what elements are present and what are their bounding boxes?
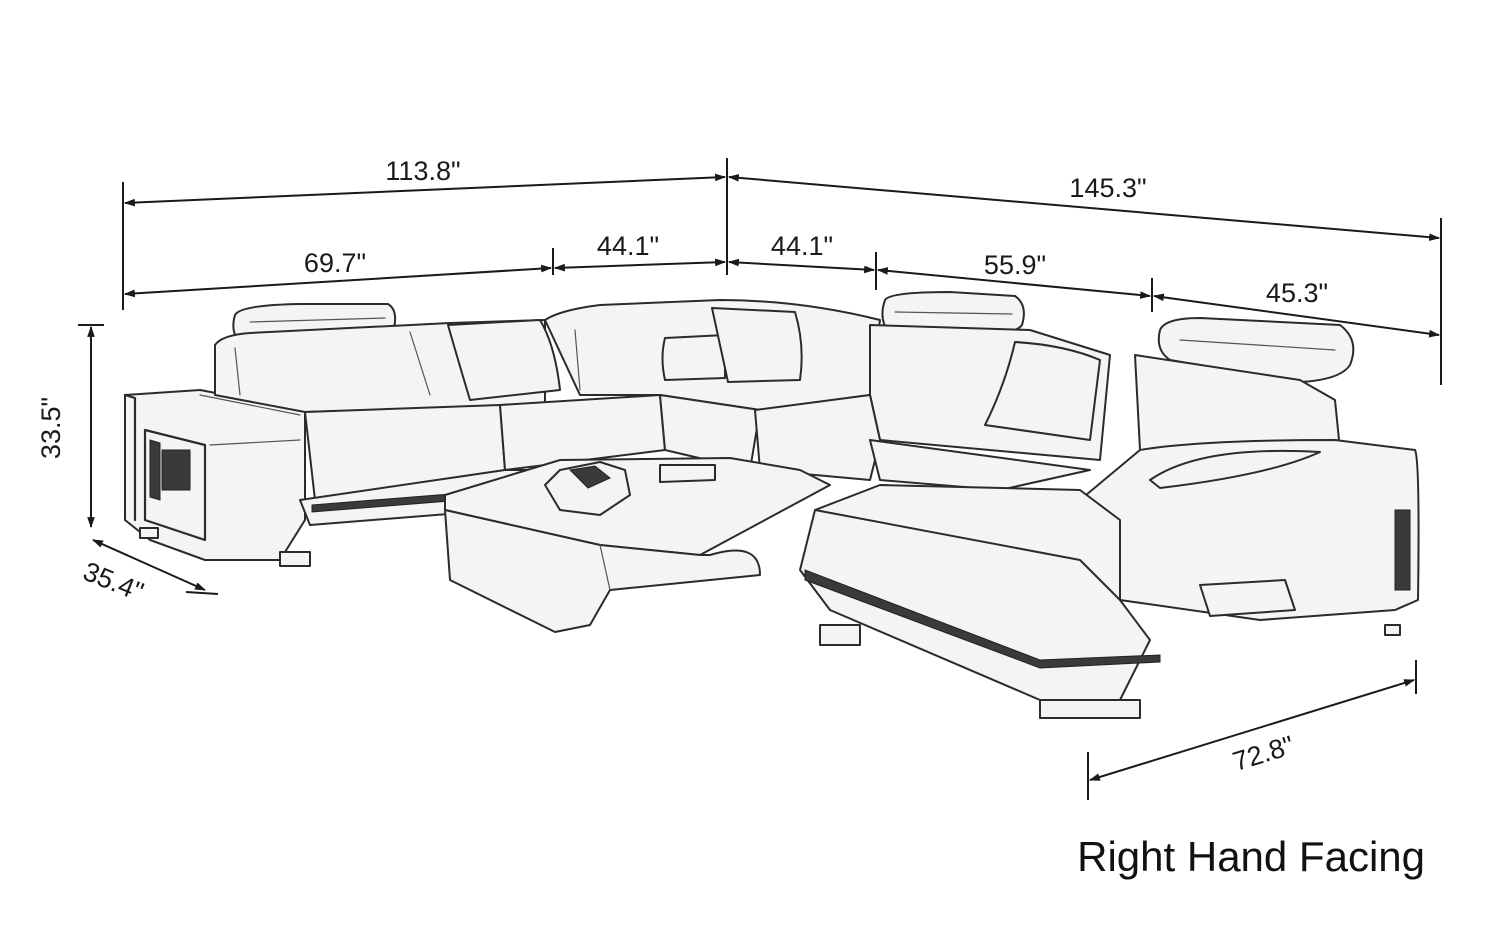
label-chaise-length: 72.8" [1229,730,1297,777]
label-left-section: 69.7" [304,248,366,278]
label-middle-right-section: 55.9" [984,250,1046,280]
label-overall-left-width: 113.8" [385,156,460,186]
label-depth: 35.4" [79,556,148,607]
left-end-table [123,389,311,567]
corner-section [544,299,881,471]
label-height: 33.5" [36,397,66,459]
dim-line-113-8 [123,173,727,207]
dim-line-35-4 [91,539,207,591]
caption: Right Hand Facing [1077,833,1425,880]
middle-right-section [754,291,1111,491]
dimension-lines [78,158,1442,800]
dim-line-45-3 [1152,293,1441,338]
label-overall-right-width: 145.3" [1069,173,1146,203]
label-chaise-section: 45.3" [1266,278,1328,308]
dim-line-69-7 [123,264,553,298]
dim-line-72-8 [1088,679,1416,781]
dim-line-145-3 [727,174,1441,241]
left-section [214,303,666,526]
dim-line-44-1-right [727,258,876,274]
coffee-table [444,457,831,633]
dim-line-55-9 [876,267,1152,299]
label-left-corner: 44.1" [597,231,659,261]
sofa-sketch [123,291,1420,719]
label-right-corner: 44.1" [771,231,833,261]
dim-line-44-1-left [553,258,727,272]
extension-line-depth [185,591,219,595]
